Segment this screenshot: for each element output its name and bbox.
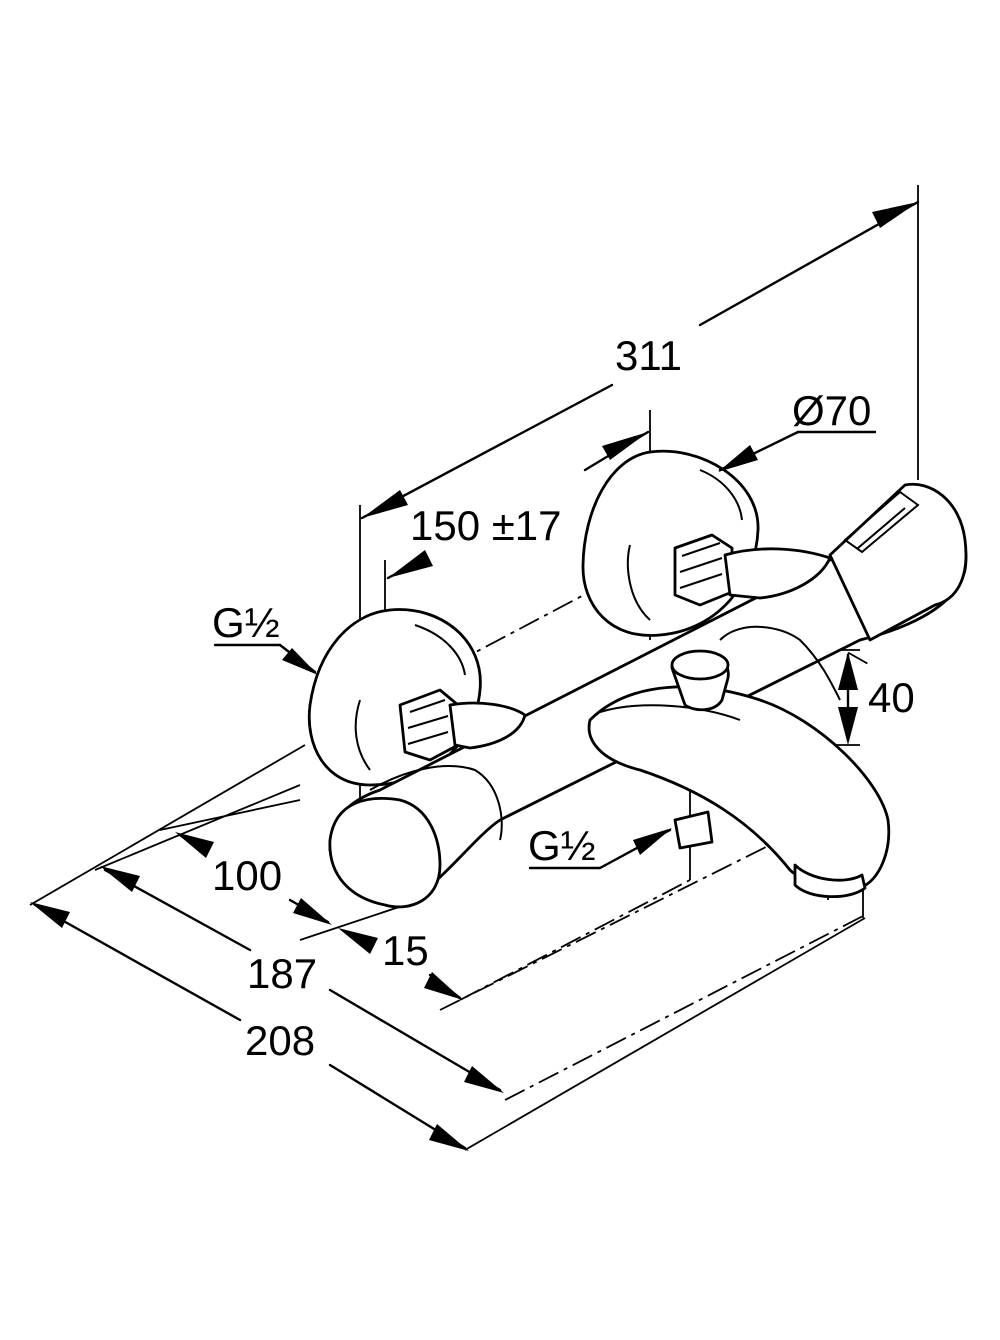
dim-208: 208 [245,1017,315,1064]
spout [587,685,891,890]
nut-left [398,688,460,762]
flow-handle [328,797,442,909]
dim-thread-outlet: G½ [528,822,596,869]
faucet-body [307,449,968,909]
dim-100: 100 [212,852,282,899]
spout-outlet [793,863,867,899]
dim-thread-inlet: G½ [212,599,280,646]
dimension-lines [30,200,920,1151]
dimension-labels: 311 150 ±17 Ø70 G½ G½ 40 100 15 187 208 [212,332,915,1064]
dim-150-17: 150 ±17 [410,502,562,549]
rosette-right [581,449,760,637]
dim-15: 15 [382,927,429,974]
thermostat-handle [828,482,968,642]
dim-40: 40 [868,674,915,721]
dim-diameter-70: Ø70 [792,387,871,434]
dim-187: 187 [247,950,317,997]
dim-311: 311 [615,332,682,379]
outlet-stub [673,810,714,850]
